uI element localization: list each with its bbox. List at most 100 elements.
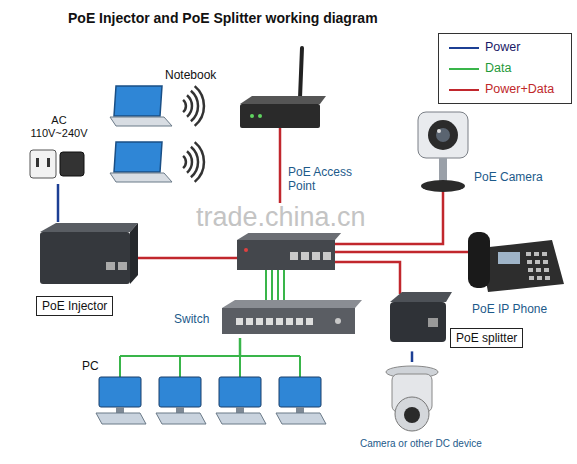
pc-stand (236, 407, 244, 413)
phone-key (544, 268, 549, 272)
camera-lens (428, 120, 458, 150)
wifi-wave (187, 151, 192, 172)
poe-switch-body (237, 240, 335, 270)
camera-lens (436, 128, 450, 142)
poe-splitter: PoE splitter (388, 290, 534, 351)
phone-key (526, 252, 531, 256)
outlet-slot (36, 158, 39, 167)
power-data-cable (335, 251, 468, 254)
diagram-title: PoE Injector and PoE Splitter working di… (68, 10, 378, 26)
phone-key (537, 276, 542, 280)
device-label: Camera or other DC device (360, 438, 482, 450)
legend-row: Power+Data (439, 79, 571, 100)
legend-row: Power (439, 37, 571, 58)
phone-key (543, 260, 548, 264)
outlet-slot (47, 158, 50, 167)
laptop-base (110, 173, 172, 182)
rj45-port (118, 262, 127, 270)
laptop-screen (114, 142, 162, 172)
camera-base (421, 180, 465, 192)
status-led (244, 248, 248, 252)
rj45-port (286, 318, 293, 325)
legend-line-sample (449, 58, 481, 79)
access-point-top (240, 96, 326, 104)
pc-group: PC (78, 355, 323, 435)
pc-keyboard (96, 413, 146, 424)
device-label: PoE Camera (474, 170, 543, 184)
device-label: PoE IP Phone (472, 302, 547, 316)
phone-body (480, 240, 564, 292)
device-label: PC (82, 359, 99, 373)
pc-monitor (159, 377, 201, 407)
phone-key (536, 268, 541, 272)
phone-handset (468, 232, 490, 288)
camera-lens (404, 407, 420, 423)
legend-box: PowerDataPower+Data (438, 33, 572, 104)
wifi-wave (187, 95, 192, 116)
access-point-body (240, 104, 320, 128)
notebook-group: Notebook (108, 66, 228, 186)
ac-outlet: AC 110V~240V (18, 114, 100, 184)
data-cable (277, 270, 279, 302)
legend-line-sample (449, 79, 481, 100)
legend-row: Data (439, 58, 571, 79)
data-cable (179, 356, 181, 377)
power-data-cable (335, 262, 400, 294)
poe-switch-top (237, 232, 342, 240)
legend-line (449, 89, 479, 91)
data-cable (271, 270, 273, 302)
rj45-port (256, 318, 263, 325)
pc-keyboard (216, 413, 266, 424)
wifi-wave (191, 91, 198, 122)
pc-monitor (279, 377, 321, 407)
poe-injector: PoE Injector (36, 222, 138, 322)
rj45-port (266, 318, 273, 325)
injector-side (130, 223, 138, 284)
legend-line (449, 47, 479, 49)
status-led (258, 114, 262, 118)
device-label: Switch (174, 312, 209, 326)
rj45-port (276, 318, 283, 325)
splitter-body (390, 302, 446, 342)
legend-text: Power (485, 40, 520, 54)
power-data-cable (138, 257, 237, 260)
laptop-screen (114, 86, 162, 116)
dc-camera: Camera or other DC device (355, 362, 515, 454)
pc-keyboard (276, 413, 326, 424)
injector-body (40, 232, 130, 284)
wifi-wave (183, 100, 186, 112)
rj45-port (323, 252, 331, 260)
pc-keyboard (156, 413, 206, 424)
pc-monitor (219, 377, 261, 407)
rj45-port (312, 252, 320, 260)
rj45-port (290, 252, 298, 260)
switch-body (222, 308, 355, 334)
data-bus (120, 355, 300, 357)
status-led (250, 114, 254, 118)
ip-phone: PoE IP Phone (466, 222, 568, 319)
rj45-port (106, 262, 115, 270)
rj45-port (236, 318, 243, 325)
poe-camera: PoE Camera (412, 108, 557, 194)
splitter-top (390, 292, 452, 302)
rj45-port (246, 318, 253, 325)
device-label: Notebook (165, 68, 216, 82)
pc-monitor (99, 377, 141, 407)
status-led (335, 318, 341, 324)
cable-connector (411, 351, 414, 362)
legend-line-sample (449, 37, 481, 58)
phone-key (535, 260, 540, 264)
wifi-wave (191, 147, 198, 178)
wifi-wave (195, 86, 204, 126)
phone-key (528, 268, 533, 272)
laptop-base (110, 117, 172, 126)
data-cable (119, 356, 121, 377)
phone-key (542, 252, 547, 256)
wall-outlet (30, 150, 56, 178)
pc-stand (176, 407, 184, 413)
camera-dome (395, 397, 429, 431)
antenna (300, 48, 302, 98)
access-point: PoE Access Point (238, 44, 366, 197)
wifi-wave (183, 156, 186, 168)
